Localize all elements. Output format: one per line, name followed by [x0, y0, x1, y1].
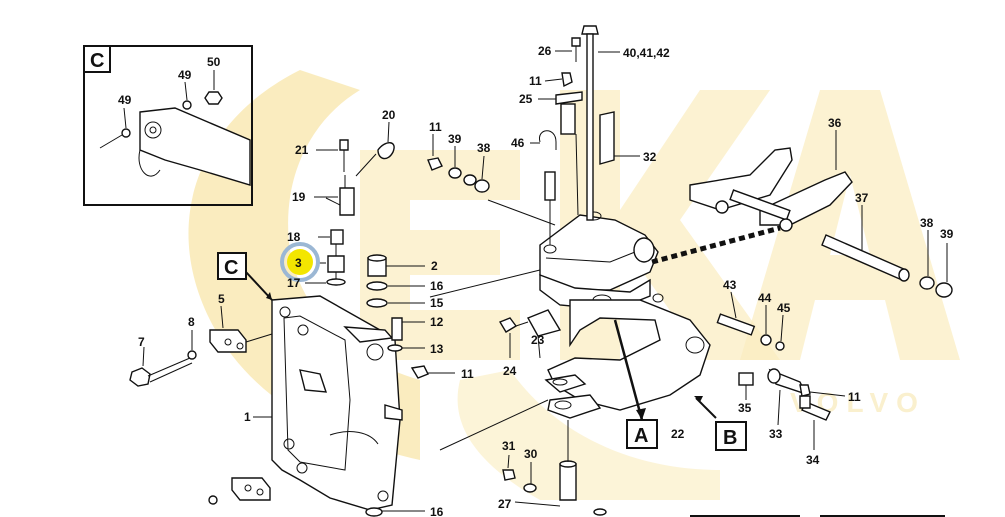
- callout-25: 25: [519, 92, 533, 106]
- callout-32: 32: [643, 150, 657, 164]
- callout-24: 24: [503, 364, 517, 378]
- pin-stack-left: [305, 121, 395, 286]
- callout-3: 3: [295, 256, 302, 270]
- callout-46: 46: [511, 136, 525, 150]
- bracket-5: [209, 305, 273, 353]
- callout-8: 8: [188, 315, 195, 329]
- bracket-lower: [208, 477, 271, 505]
- callout-33: 33: [769, 427, 783, 441]
- box-c-label: C: [224, 257, 238, 279]
- callout-11-upper-right: 11: [529, 74, 542, 88]
- fittings-lower: [439, 309, 607, 516]
- callout-37: 37: [855, 191, 869, 205]
- callout-40-41-42: 40,41,42: [623, 46, 670, 60]
- callout-19: 19: [292, 190, 306, 204]
- callout-11-mid: 11: [461, 367, 474, 381]
- bushing-stack-middle: [365, 254, 455, 517]
- link-36: [689, 130, 953, 298]
- callout-13: 13: [430, 342, 444, 356]
- upper-arm-assembly: [429, 25, 711, 419]
- callout-16-upper: 16: [430, 279, 444, 293]
- callout-1: 1: [244, 410, 251, 424]
- callout-38-left: 38: [477, 141, 491, 155]
- callout-38-right: 38: [920, 216, 934, 230]
- callout-44: 44: [758, 291, 772, 305]
- inset-callout-50: 50: [207, 55, 221, 69]
- callout-31: 31: [502, 439, 516, 453]
- callout-36: 36: [828, 116, 842, 130]
- callout-22: 22: [671, 427, 685, 441]
- callout-43: 43: [723, 278, 737, 292]
- callout-23: 23: [531, 333, 545, 347]
- axis-dash: [651, 225, 781, 265]
- fittings-upper: [427, 134, 490, 193]
- callout-12: 12: [430, 315, 444, 329]
- callout-16-lower: 16: [430, 505, 444, 517]
- callout-39-right: 39: [940, 227, 954, 241]
- callout-11-right: 11: [848, 390, 861, 404]
- callout-27: 27: [498, 497, 512, 511]
- bolt-7: [129, 330, 197, 387]
- highlight-callout-3: 3: [280, 242, 320, 282]
- callout-21: 21: [295, 143, 309, 157]
- inset-detail-c: C 49 50 49: [83, 45, 253, 206]
- view-box-c: C: [217, 252, 273, 301]
- callout-17: 17: [287, 276, 301, 290]
- callout-26: 26: [538, 44, 552, 58]
- callout-34: 34: [806, 453, 820, 467]
- box-a-label: A: [634, 425, 648, 447]
- callout-18: 18: [287, 230, 301, 244]
- callout-labels: 1 2 5 7 8 11 11 11 11 12 13 15 16 16 17 …: [138, 44, 954, 517]
- callout-11-top: 11: [429, 120, 442, 134]
- fittings-right: [716, 291, 846, 450]
- inset-callout-49a: 49: [178, 68, 192, 82]
- view-box-b: B: [694, 396, 747, 451]
- callout-2: 2: [431, 259, 438, 273]
- main-frame: [271, 295, 403, 511]
- callout-45: 45: [777, 301, 791, 315]
- callout-39-left: 39: [448, 132, 462, 146]
- callout-5: 5: [218, 292, 225, 306]
- callout-35: 35: [738, 401, 752, 415]
- box-b-label: B: [723, 427, 737, 449]
- inset-callout-49b: 49: [118, 93, 132, 107]
- callout-20: 20: [382, 108, 396, 122]
- inset-label: C: [90, 50, 104, 72]
- callout-7: 7: [138, 335, 145, 349]
- callout-15: 15: [430, 296, 444, 310]
- view-box-a: A: [613, 319, 658, 449]
- callout-30: 30: [524, 447, 538, 461]
